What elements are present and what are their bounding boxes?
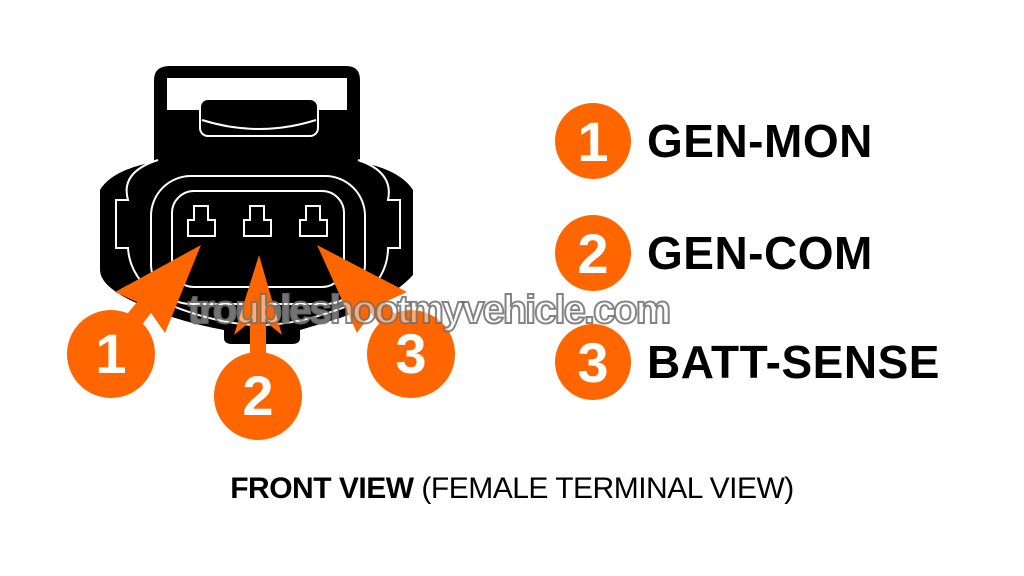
callout-number-2: 2 [242,364,274,427]
terminal-cavities [187,205,328,237]
legend-label: GEN-MON [647,115,873,167]
callout-number-1: 1 [95,322,127,385]
legend-number-badge: 2 [555,215,631,291]
legend-item-3: 3 BATT-SENSE [555,324,940,400]
terminal-2 [243,205,272,237]
callout-circle-3 [367,310,455,398]
legend-item-1: 1 GEN-MON [555,103,873,179]
caption-normal: (FEMALE TERMINAL VIEW) [421,472,794,505]
callout-circle-2 [214,352,302,440]
caption-bold: FRONT VIEW [230,472,414,505]
terminal-3 [299,205,328,237]
legend-number-badge: 3 [555,324,631,400]
callout-circle-1 [67,310,155,398]
terminal-1 [187,205,216,237]
legend-number-badge: 1 [555,103,631,179]
callout-number-3: 3 [395,322,427,385]
legend-item-2: 2 GEN-COM [555,215,873,291]
legend-label: BATT-SENSE [647,336,940,388]
legend-label: GEN-COM [647,227,873,279]
view-caption: FRONT VIEW (FEMALE TERMINAL VIEW) [0,472,1024,506]
